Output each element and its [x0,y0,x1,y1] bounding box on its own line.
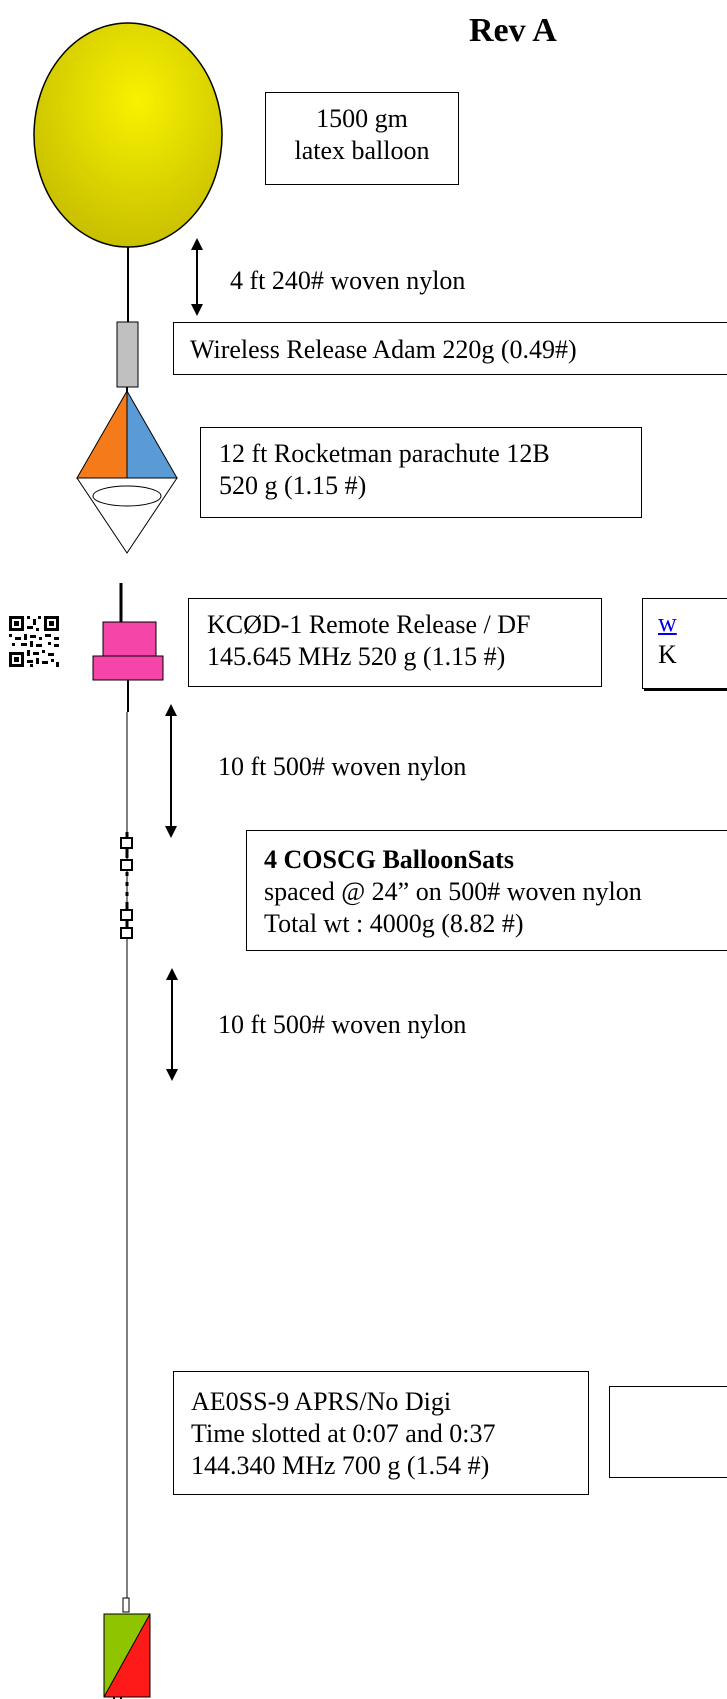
aprs-line3: 144.340 MHz 700 g (1.54 #) [191,1451,490,1480]
remote-release-line1: KCØD-1 Remote Release / DF [207,610,531,639]
balloonsats-line1: 4 COSCG BalloonSats [264,845,514,874]
side-info-box: w K [642,598,727,689]
remote-release-box: KCØD-1 Remote Release / DF 145.645 MHz 5… [188,598,602,687]
balloon-shape [33,22,223,248]
remote-release-top [102,621,157,657]
balloonsat-markers [120,832,133,939]
tether3-label: 10 ft 500# woven nylon [218,1010,467,1039]
remote-release-line2: 145.645 MHz 520 g (1.15 #) [207,642,506,671]
balloonsats-line3: Total wt : 4000g (8.82 #) [264,909,524,938]
aprs-side-box [609,1386,727,1478]
parachute-right-panel [126,389,178,479]
balloonsats-line2: spaced @ 24” on 500# woven nylon [264,877,642,906]
balloon-label-line1: 1500 gm [316,104,408,133]
parachute-left-panel [76,389,128,479]
release-label: Wireless Release Adam 220g (0.49#) [190,335,577,364]
release-device [116,321,139,388]
balloonsats-box: 4 COSCG BalloonSats spaced @ 24” on 500#… [246,830,727,951]
tether1-label: 4 ft 240# woven nylon [230,266,466,295]
parachute-lines [76,477,178,554]
tether2-label: 10 ft 500# woven nylon [218,752,467,781]
parachute-box: 12 ft Rocketman parachute 12B 520 g (1.1… [200,427,642,518]
balloon-label-line2: latex balloon [294,136,430,165]
parachute-line2: 520 g (1.15 #) [219,471,367,500]
revision-title: Rev A [469,12,557,49]
qr-code-icon [9,616,59,667]
aprs-box: AE0SS-9 APRS/No Digi Time slotted at 0:0… [173,1371,589,1495]
parachute-canopy-ring [92,485,162,507]
aprs-line1: AE0SS-9 APRS/No Digi [191,1387,452,1416]
remote-release-bottom [92,655,164,681]
aprs-line2: Time slotted at 0:07 and 0:37 [191,1419,496,1448]
balloon-label-box: 1500 gm latex balloon [265,92,459,185]
side-info-line2: K [658,640,677,669]
release-box: Wireless Release Adam 220g (0.49#) [173,322,727,375]
side-info-link[interactable]: w [658,608,677,637]
parachute-line1: 12 ft Rocketman parachute 12B [219,439,550,468]
